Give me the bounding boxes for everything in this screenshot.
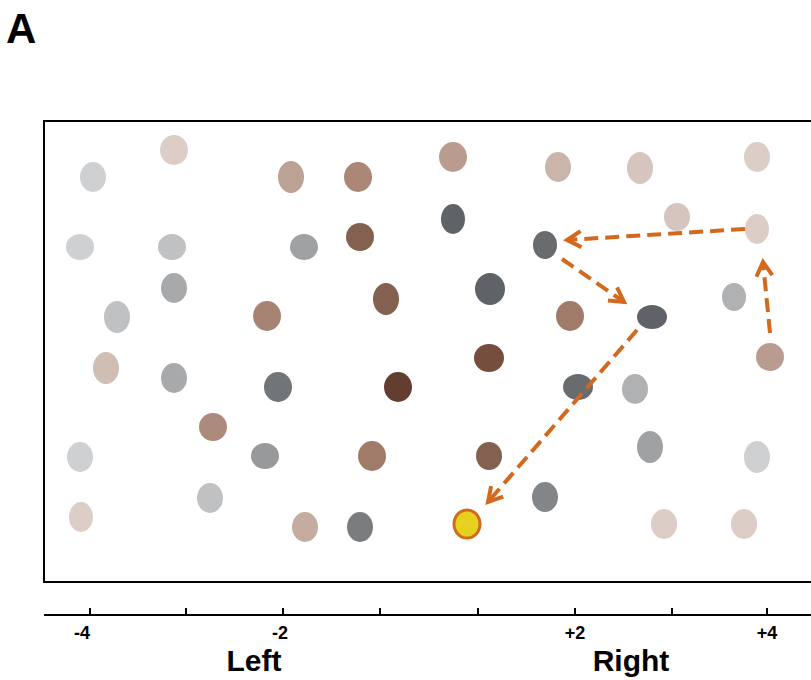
tick-label: +4 [757,624,778,642]
tick-label: -2 [272,624,288,642]
tick-label: -4 [74,624,90,642]
stimulus-items [66,135,784,542]
panel-letter: A [6,8,36,50]
axis-direction: Right [593,646,670,676]
eccentricity-axis [44,608,811,615]
axis-direction: Left [227,646,282,676]
display-frame [44,121,811,582]
target-item [454,510,480,538]
tick-label: +2 [565,624,586,642]
scan-path [488,229,770,502]
